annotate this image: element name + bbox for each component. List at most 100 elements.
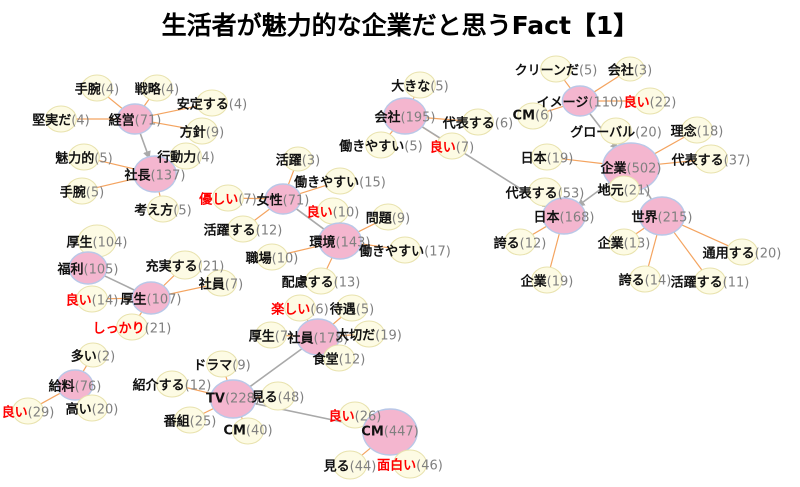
- graph-node-leaf[interactable]: [66, 177, 98, 205]
- graph-node-hub[interactable]: [318, 222, 362, 260]
- graph-edge: [549, 231, 561, 269]
- graph-node-hub[interactable]: [296, 318, 340, 356]
- graph-node-hub[interactable]: [362, 408, 418, 456]
- graph-edge: [246, 346, 306, 390]
- graph-node-leaf[interactable]: [284, 294, 316, 322]
- graph-node-leaf[interactable]: [629, 265, 661, 293]
- graph-node-leaf[interactable]: [323, 344, 355, 372]
- graph-node-leaf[interactable]: [232, 417, 264, 445]
- graph-node-leaf[interactable]: [615, 56, 645, 82]
- graph-node-leaf[interactable]: [462, 108, 494, 136]
- graph-node-leaf[interactable]: [332, 450, 368, 480]
- graph-edge: [652, 159, 699, 166]
- graph-edge: [647, 232, 659, 268]
- graph-node-leaf[interactable]: [76, 285, 108, 313]
- graph-node-leaf[interactable]: [353, 320, 385, 348]
- graph-node-leaf[interactable]: [681, 116, 713, 144]
- graph-node-leaf[interactable]: [436, 132, 468, 160]
- graph-node-leaf[interactable]: [260, 381, 296, 411]
- graph-edge: [239, 197, 270, 200]
- graph-node-leaf[interactable]: [205, 269, 237, 297]
- graph-node-leaf[interactable]: [196, 89, 228, 117]
- graph-node-leaf[interactable]: [336, 294, 368, 322]
- graph-node-leaf[interactable]: [167, 250, 203, 280]
- node-layer: [12, 55, 758, 480]
- graph-node-hub[interactable]: [542, 197, 586, 235]
- graph-node-hub[interactable]: [638, 196, 686, 236]
- graph-node-leaf[interactable]: [527, 177, 563, 207]
- graph-edge: [183, 386, 217, 396]
- graph-edge: [100, 273, 139, 293]
- graph-node-leaf[interactable]: [339, 401, 371, 429]
- graph-node-leaf[interactable]: [147, 195, 179, 223]
- graph-node-leaf[interactable]: [76, 394, 108, 422]
- graph-node-leaf[interactable]: [365, 131, 397, 159]
- graph-node-leaf[interactable]: [317, 197, 349, 225]
- graph-node-leaf[interactable]: [170, 142, 202, 170]
- graph-edge: [356, 242, 394, 249]
- graph-edge: [103, 297, 137, 300]
- page-title: 生活者が魅力的な企業だと思うFact【1】: [161, 11, 639, 40]
- graph-node-hub[interactable]: [383, 97, 427, 135]
- graph-node-leaf[interactable]: [78, 342, 108, 368]
- graph-node-leaf[interactable]: [531, 143, 563, 171]
- graph-node-hub[interactable]: [264, 183, 302, 215]
- graph-node-leaf[interactable]: [608, 175, 640, 203]
- graph-edge: [671, 229, 704, 272]
- graph-node-leaf[interactable]: [212, 184, 244, 212]
- graph-node-leaf[interactable]: [68, 143, 100, 171]
- graph-node-leaf[interactable]: [517, 102, 549, 130]
- graph-node-leaf[interactable]: [693, 144, 729, 174]
- graph-node-leaf[interactable]: [324, 167, 356, 195]
- graph-node-leaf[interactable]: [156, 370, 188, 398]
- graph-node-leaf[interactable]: [600, 117, 632, 145]
- graph-node-hub[interactable]: [116, 103, 154, 135]
- graph-edge: [293, 206, 328, 232]
- graph-edge: [165, 284, 210, 296]
- graph-node-leaf[interactable]: [45, 105, 77, 133]
- graph-edge: [105, 95, 125, 111]
- graph-node-leaf[interactable]: [12, 397, 44, 425]
- graph-node-leaf[interactable]: [392, 449, 428, 479]
- graph-edge: [576, 179, 614, 207]
- graph-node-hub[interactable]: [561, 85, 599, 117]
- graph-node-leaf[interactable]: [141, 74, 173, 102]
- graph-edge: [283, 244, 325, 255]
- graph-node-leaf[interactable]: [81, 74, 113, 102]
- graph-node-leaf[interactable]: [404, 71, 436, 99]
- graph-edge: [148, 120, 191, 130]
- graph-node-leaf[interactable]: [305, 267, 337, 295]
- graph-node-hub[interactable]: [56, 369, 94, 401]
- graph-edge: [252, 206, 273, 223]
- graph-node-leaf[interactable]: [186, 117, 218, 145]
- graph-node-leaf[interactable]: [256, 243, 288, 271]
- graph-edge: [148, 104, 201, 117]
- graph-node-leaf[interactable]: [504, 228, 536, 256]
- graph-node-leaf[interactable]: [694, 267, 726, 295]
- graph-node-leaf[interactable]: [540, 55, 572, 83]
- graph-node-leaf[interactable]: [389, 236, 421, 264]
- graph-node-hub[interactable]: [131, 281, 171, 315]
- graph-edge: [287, 169, 295, 187]
- graph-node-leaf[interactable]: [372, 203, 404, 231]
- graph-node-hub[interactable]: [209, 379, 257, 419]
- graph-node-leaf[interactable]: [227, 215, 259, 243]
- graph-node-leaf[interactable]: [531, 266, 563, 294]
- graph-node-hub[interactable]: [133, 155, 177, 193]
- graph-node-leaf[interactable]: [174, 406, 206, 434]
- graph-node-leaf[interactable]: [116, 313, 148, 341]
- graph-node-leaf[interactable]: [634, 87, 666, 115]
- graph-node-leaf[interactable]: [726, 238, 758, 266]
- graph-edge: [677, 222, 732, 248]
- graph-node-leaf[interactable]: [608, 228, 640, 256]
- graph-node-leaf[interactable]: [283, 146, 313, 172]
- graph-edge: [558, 157, 610, 165]
- graph-edge: [93, 177, 140, 189]
- graph-edge: [591, 74, 622, 95]
- graph-node-leaf[interactable]: [255, 321, 287, 349]
- graph-node-hub[interactable]: [68, 251, 108, 285]
- graph-node-leaf[interactable]: [206, 350, 238, 378]
- graph-edge: [421, 116, 467, 122]
